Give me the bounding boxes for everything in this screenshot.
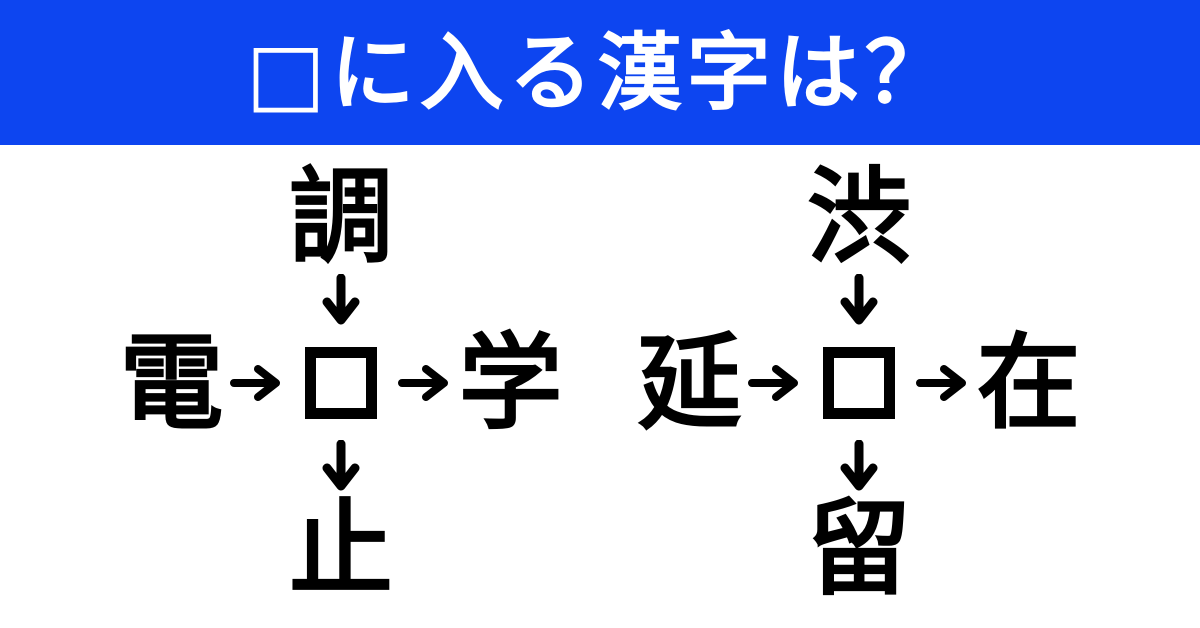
right-puzzle: 渋 延 在 留 [632,161,1086,605]
puzzle-area: 調 電 学 止 渋 [0,145,1200,628]
right-arrow-icon [748,364,802,402]
left-puzzle-kanji-right: 学 [458,322,563,444]
down-arrow-icon [320,274,362,326]
right-puzzle-kanji-right: 在 [976,322,1081,444]
right-puzzle-kanji-left: 延 [637,322,742,444]
right-arrow-icon [230,364,284,402]
down-arrow-icon [320,440,362,492]
left-puzzle-kanji-left: 電 [119,322,224,444]
down-arrow-icon [838,274,880,326]
page-title: □に入る漢字は？ [246,23,954,122]
right-puzzle-blank-box [823,347,895,419]
left-puzzle: 調 電 学 止 [114,161,568,605]
left-puzzle-kanji-bottom: 止 [288,488,393,610]
right-puzzle-kanji-bottom: 留 [806,488,911,610]
right-puzzle-kanji-top: 渋 [806,156,911,278]
right-arrow-icon [916,364,970,402]
left-puzzle-blank-box [305,347,377,419]
down-arrow-icon [838,440,880,492]
left-puzzle-kanji-top: 調 [288,156,393,278]
right-arrow-icon [398,364,452,402]
header-banner: □に入る漢字は？ [0,0,1200,145]
